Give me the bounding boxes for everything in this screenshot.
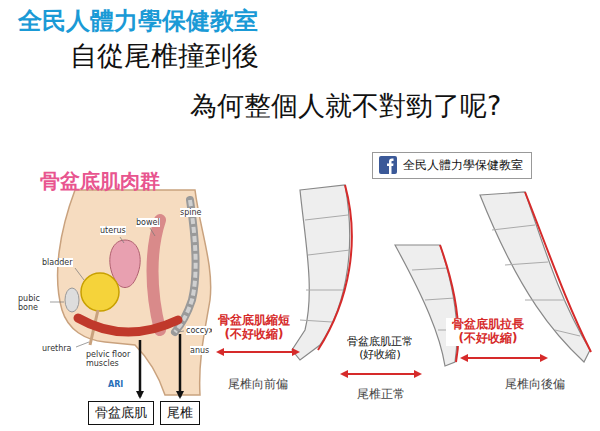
state-caption: 尾椎向後偏 xyxy=(505,378,565,392)
part-label: pubic bone xyxy=(18,294,48,312)
part-label: anus xyxy=(190,346,209,355)
part-label: spine xyxy=(180,208,201,217)
term-box: 骨盆底肌 xyxy=(88,401,154,425)
part-label: urethra xyxy=(42,344,72,353)
part-label: bowel xyxy=(136,218,160,227)
coccyx-sketches xyxy=(218,185,591,374)
pelvis-illustration xyxy=(50,190,211,397)
part-label: bladder xyxy=(42,258,73,267)
badge-box: 全民人體力學保健教室 xyxy=(372,152,532,179)
state-caption: 尾椎向前偏 xyxy=(228,378,288,392)
state-label: 骨盆底肌縮短 (不好收縮) xyxy=(212,314,296,342)
state-caption: 尾椎正常 xyxy=(357,388,405,402)
page-title: 全民人體力學保健教室 xyxy=(18,8,258,36)
state-label: 骨盆底肌拉長 (不好收縮) xyxy=(446,318,530,346)
part-label: coccyx xyxy=(186,326,214,335)
box-text: 骨盆底肌 xyxy=(95,404,147,422)
box-text: 尾椎 xyxy=(167,404,193,422)
box-text: 全民人體力學保健教室 xyxy=(403,157,523,174)
heading-line: 為何整個人就不對勁了呢? xyxy=(190,90,501,121)
term-box: 尾椎 xyxy=(160,401,200,425)
state-label: 骨盆底肌正常 (好收縮) xyxy=(340,336,420,361)
heading-line: 自從尾椎撞到後 xyxy=(70,40,259,71)
figure-title: 骨盆底肌肉群 xyxy=(40,170,160,193)
part-label: pelvic floor muscles xyxy=(86,350,132,368)
facebook-icon xyxy=(379,156,397,174)
part-label: uterus xyxy=(100,226,126,235)
watermark: ARI xyxy=(108,380,123,389)
